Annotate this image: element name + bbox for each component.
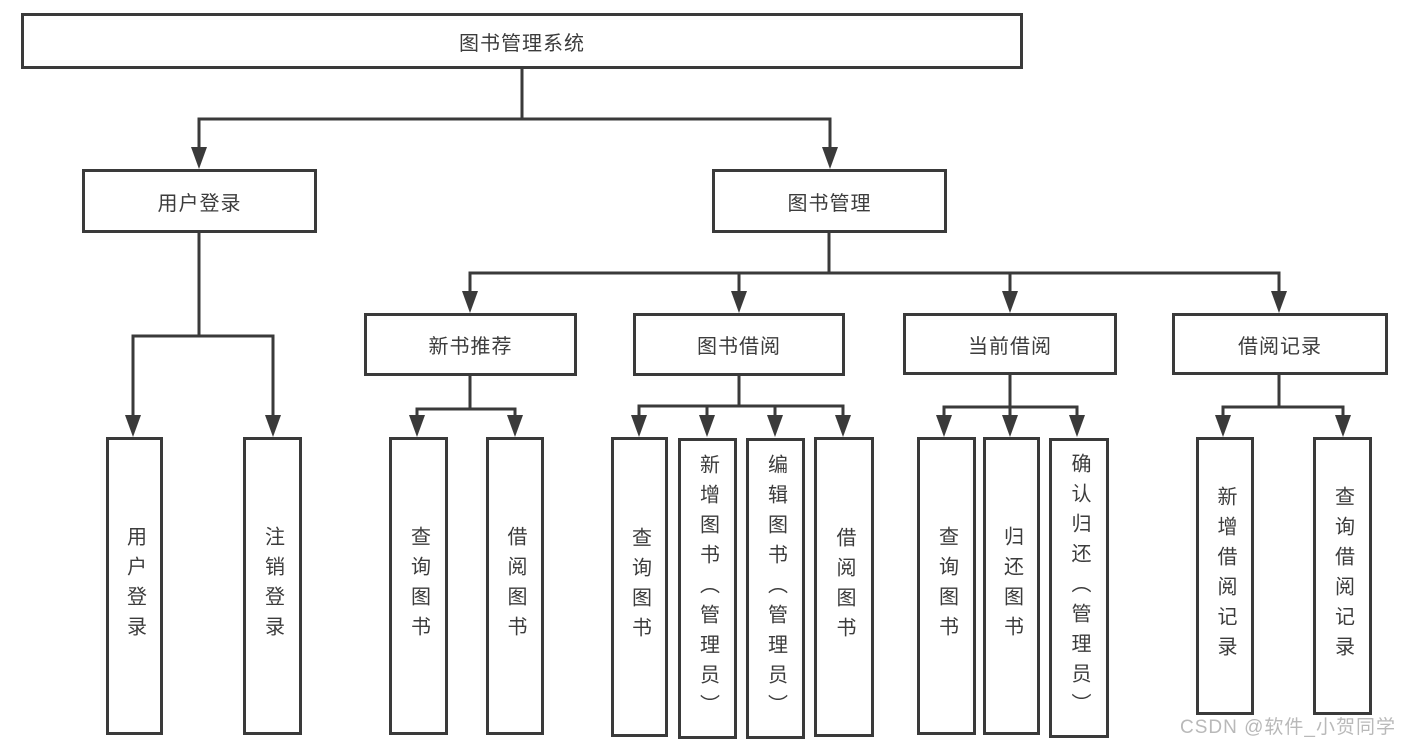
node-current-borrowing: 当前借阅: [903, 313, 1117, 375]
tree-connector-4: [637, 374, 845, 421]
node-new-book-recommend: 新书推荐: [364, 313, 577, 376]
node-label-current-borrowing: 当前借阅: [968, 335, 1052, 358]
node-add-borrow-record: 新增借阅记录: [1196, 437, 1254, 715]
node-label-book-management: 图书管理: [787, 192, 872, 215]
node-label-user-login: 用户登录: [157, 192, 242, 215]
node-add-books-admin: 新增图书（管理员）: [678, 438, 737, 739]
node-query-books-1: 查询图书: [389, 437, 448, 735]
node-book-management: 图书管理: [712, 169, 947, 233]
tree-connector-5: [942, 373, 1079, 421]
arrow-down-icon: [1069, 415, 1085, 437]
tree-connector-2: [468, 231, 1281, 297]
arrow-down-icon: [1002, 291, 1018, 313]
arrow-down-icon: [1002, 415, 1018, 437]
node-label-user-login-leaf: 用户登录: [123, 526, 146, 646]
arrow-down-icon: [1335, 415, 1351, 437]
arrow-down-icon: [1215, 415, 1231, 437]
node-label-add-borrow-record: 新增借阅记录: [1214, 486, 1236, 666]
node-confirm-return-admin: 确认归还（管理员）: [1049, 438, 1109, 738]
arrow-down-icon: [191, 147, 207, 169]
node-label-borrow-books-2: 借阅图书: [833, 527, 855, 647]
node-label-borrowing-records: 借阅记录: [1238, 335, 1322, 358]
arrow-down-icon: [409, 415, 425, 437]
node-label-borrow-books-1: 借阅图书: [504, 526, 526, 646]
node-label-book-borrowing: 图书借阅: [697, 336, 781, 358]
node-user-login-leaf: 用户登录: [106, 437, 163, 735]
node-label-return-books: 归还图书: [1000, 526, 1023, 646]
arrow-down-icon: [835, 415, 851, 437]
arrow-down-icon: [462, 291, 478, 313]
node-query-borrow-record: 查询借阅记录: [1313, 437, 1372, 715]
node-borrow-books-1: 借阅图书: [486, 437, 544, 735]
node-label-confirm-return-admin: 确认归还（管理员）: [1068, 453, 1090, 723]
arrow-down-icon: [767, 415, 783, 437]
node-label-new-book-recommend: 新书推荐: [428, 336, 513, 358]
node-borrowing-records: 借阅记录: [1172, 313, 1388, 375]
tree-connector-6: [1221, 373, 1345, 421]
arrow-down-icon: [822, 147, 838, 169]
node-logout-leaf: 注销登录: [243, 437, 302, 735]
watermark: CSDN @软件_小贺同学: [1180, 717, 1396, 738]
node-label-add-books-admin: 新增图书（管理员）: [696, 453, 719, 724]
node-label-query-books-2: 查询图书: [628, 527, 651, 647]
node-label-logout-leaf: 注销登录: [261, 526, 284, 646]
arrow-down-icon: [125, 415, 141, 437]
arrow-down-icon: [699, 415, 715, 437]
arrow-down-icon: [1271, 291, 1287, 313]
tree-connector-3: [415, 374, 517, 421]
node-query-books-3: 查询图书: [917, 437, 976, 735]
node-book-borrowing: 图书借阅: [633, 313, 845, 376]
tree-connector-1: [131, 231, 275, 421]
arrow-down-icon: [265, 415, 281, 437]
arrow-down-icon: [936, 415, 952, 437]
node-label-query-books-1: 查询图书: [407, 526, 430, 646]
node-label-root: 图书管理系统: [459, 32, 585, 55]
arrow-down-icon: [507, 415, 523, 437]
node-root: 图书管理系统: [21, 13, 1023, 69]
node-borrow-books-2: 借阅图书: [814, 437, 874, 737]
node-label-query-borrow-record: 查询借阅记录: [1331, 486, 1354, 666]
node-label-edit-books-admin: 编辑图书（管理员）: [764, 453, 787, 724]
node-query-books-2: 查询图书: [611, 437, 668, 737]
node-edit-books-admin: 编辑图书（管理员）: [746, 438, 805, 739]
arrow-down-icon: [631, 415, 647, 437]
node-label-query-books-3: 查询图书: [935, 526, 958, 646]
node-user-login: 用户登录: [82, 169, 317, 233]
node-return-books: 归还图书: [983, 437, 1040, 735]
arrow-down-icon: [731, 291, 747, 313]
tree-connector-0: [197, 67, 832, 153]
